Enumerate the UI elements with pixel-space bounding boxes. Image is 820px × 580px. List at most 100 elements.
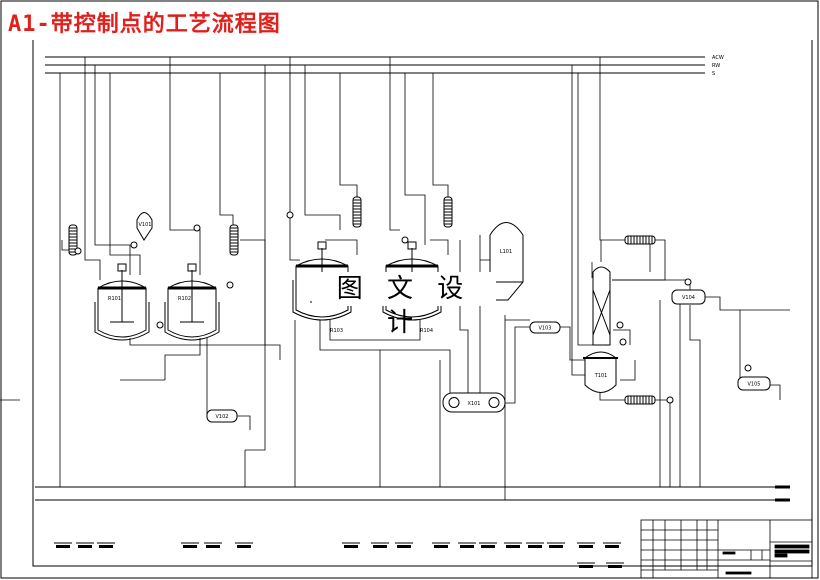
equipment-tag: L101 bbox=[500, 249, 512, 255]
condenser-e103 bbox=[352, 196, 362, 228]
vessel-v105 bbox=[737, 376, 771, 391]
legend-name bbox=[481, 545, 495, 548]
legend-item: E105 bbox=[606, 562, 624, 568]
pipe-line bbox=[219, 73, 234, 225]
bottom-headers bbox=[35, 485, 790, 502]
pipe-line bbox=[304, 65, 341, 230]
equipment-tag: V102 bbox=[216, 414, 229, 420]
legend-name bbox=[579, 565, 593, 568]
instrument-bubble bbox=[156, 321, 164, 329]
cooler-e105 bbox=[624, 395, 656, 405]
equipment-tag: V101 bbox=[139, 222, 152, 228]
legend-item: R101 bbox=[76, 542, 94, 548]
instrument-bubble bbox=[130, 241, 138, 249]
legend-item: L101 bbox=[504, 542, 522, 548]
pipe-line bbox=[432, 73, 449, 200]
legend-tag: V102 bbox=[204, 536, 221, 543]
vessel-v102 bbox=[206, 409, 238, 423]
utility-headers: ACW RW S bbox=[45, 55, 724, 77]
condenser-e106 bbox=[624, 235, 656, 245]
legend-item: T101 bbox=[547, 536, 565, 548]
reactor-vessel bbox=[385, 258, 439, 318]
equipment-tag: R103 bbox=[330, 328, 343, 334]
condenser-e104 bbox=[443, 196, 453, 228]
instrument-bubble bbox=[684, 278, 692, 286]
pipe-line bbox=[164, 338, 201, 380]
legend-tag: V111 bbox=[97, 536, 114, 543]
legend-tag: E101 bbox=[55, 536, 72, 543]
legend-tag: R103 bbox=[342, 536, 359, 543]
pipe-line bbox=[289, 57, 300, 261]
pipe-line bbox=[329, 320, 421, 341]
equipment-tag: R104 bbox=[420, 328, 433, 334]
legend-name bbox=[528, 545, 542, 548]
pipe-line bbox=[613, 329, 631, 345]
reactor-vessel bbox=[295, 258, 349, 318]
pipe-line bbox=[339, 73, 358, 200]
legend-item: E104 bbox=[577, 562, 595, 568]
pipe-line bbox=[94, 65, 131, 275]
pipe-line bbox=[129, 338, 281, 360]
instrument-bubble bbox=[286, 211, 294, 219]
legend-name bbox=[237, 545, 251, 548]
agitator-motor bbox=[117, 263, 127, 272]
pipe-line bbox=[84, 57, 101, 280]
legend-item: V103 bbox=[526, 542, 544, 548]
legend-name bbox=[99, 545, 113, 548]
reactor-vessel bbox=[167, 280, 217, 338]
equipment-tag: V103 bbox=[539, 326, 552, 332]
instrument-bubble bbox=[666, 396, 674, 404]
condenser-e102 bbox=[229, 224, 239, 256]
agitator-motor bbox=[407, 241, 417, 250]
legend-item: V111 bbox=[97, 536, 115, 548]
equipment-tag: V105 bbox=[748, 382, 761, 388]
packing bbox=[592, 289, 611, 336]
head-tank-v101 bbox=[136, 212, 153, 241]
utility-line-label: RW bbox=[712, 63, 720, 69]
legend-tag: E106 bbox=[578, 536, 595, 543]
equipment-tag: V104 bbox=[682, 295, 695, 301]
legend-item: E106 bbox=[577, 536, 595, 548]
separator-port bbox=[488, 397, 500, 408]
legend-name bbox=[579, 545, 593, 548]
pipe-line bbox=[319, 320, 451, 393]
pipe-line bbox=[620, 360, 636, 381]
legend-name bbox=[549, 545, 563, 548]
reactor-jacket bbox=[382, 280, 442, 321]
legend-name bbox=[344, 545, 358, 548]
receiver-l101 bbox=[489, 222, 524, 301]
column-t101 bbox=[583, 266, 618, 393]
legend-item: E103 bbox=[395, 542, 413, 548]
legend-item: E104 bbox=[432, 536, 450, 548]
legend-tag: V106 bbox=[371, 536, 388, 543]
pipe-line bbox=[459, 240, 469, 393]
pipe-line bbox=[169, 57, 201, 275]
agitator-motor bbox=[317, 241, 327, 250]
pipe-line bbox=[404, 73, 426, 245]
inner-frame bbox=[32, 40, 813, 567]
piping bbox=[0, 57, 790, 500]
instrument-bubble bbox=[226, 281, 234, 289]
vessel-v103 bbox=[529, 321, 561, 334]
watermark: 图 文 设 计 bbox=[312, 272, 496, 338]
legend-item: E104 bbox=[603, 536, 621, 548]
legend-tag: T101 bbox=[548, 536, 565, 543]
pipe-line bbox=[612, 279, 691, 290]
legend-tag: E104 bbox=[604, 536, 621, 543]
legend-name bbox=[434, 545, 448, 548]
legend-tag: E104 bbox=[433, 536, 450, 543]
legend-item: V102 bbox=[204, 536, 222, 548]
pipe-line bbox=[571, 65, 585, 376]
equipment-tag: X101 bbox=[468, 401, 481, 407]
legend-tag: E102 bbox=[236, 536, 253, 543]
utility-line-label: S bbox=[712, 71, 715, 77]
legend-item: E101 bbox=[54, 536, 72, 548]
pipe-line bbox=[599, 392, 625, 401]
pipe-line bbox=[612, 239, 666, 281]
legend-item: R103 bbox=[342, 536, 360, 548]
legend-tag: X101 bbox=[479, 536, 496, 543]
instrument-bubble bbox=[744, 364, 752, 372]
